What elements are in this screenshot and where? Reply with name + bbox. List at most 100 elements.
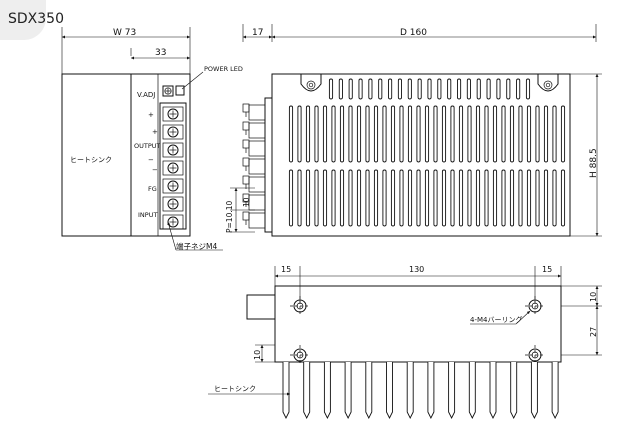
vent-slot xyxy=(331,105,336,163)
terminal-cell xyxy=(162,196,184,212)
right-dim-mid-label: 27 xyxy=(589,327,598,337)
vent-slot xyxy=(560,169,566,227)
terminal-screw xyxy=(167,162,179,174)
vent-slot xyxy=(509,105,515,163)
vent-slot xyxy=(427,78,432,100)
vent-slot xyxy=(457,78,462,100)
vent-slot xyxy=(486,78,491,100)
output-plus-1: + xyxy=(148,111,154,119)
terminal-screws xyxy=(162,106,184,230)
comb-screw-head xyxy=(242,139,250,149)
heatsink-fin xyxy=(406,362,414,420)
panel-dim-label: 33 xyxy=(155,48,166,58)
left-offset-label: 15 xyxy=(281,265,291,274)
depth-dim-label: D 160 xyxy=(400,28,427,38)
vent-slot xyxy=(543,105,549,163)
terminal-cell xyxy=(162,178,184,194)
vent-slot xyxy=(506,78,511,100)
terminal-cell xyxy=(162,214,184,230)
vent-slot xyxy=(314,169,319,227)
vent-slot xyxy=(348,105,353,163)
vent-slot xyxy=(433,105,438,163)
vent-slot xyxy=(535,169,540,227)
side-mount-hole-right xyxy=(543,80,553,90)
heatsink-fin xyxy=(448,362,456,420)
width-dim-label: W 73 xyxy=(113,28,136,38)
vent-slot xyxy=(338,78,343,100)
vent-slot xyxy=(535,105,540,163)
vent-slots xyxy=(288,78,566,227)
vent-slot xyxy=(447,78,452,100)
side-mount-hole-left xyxy=(306,80,316,90)
terminal-screw xyxy=(167,144,179,156)
vent-slot xyxy=(305,169,311,227)
vent-slot xyxy=(433,169,438,227)
vent-slot xyxy=(518,169,523,227)
vent-slot xyxy=(416,169,421,227)
vent-slot xyxy=(348,78,353,100)
comb-screw-head xyxy=(242,211,250,221)
heatsink-fin xyxy=(551,362,559,420)
terminal-screw xyxy=(167,180,179,192)
heatsink-fin xyxy=(386,362,393,420)
power-led-label: POWER LED xyxy=(204,65,243,73)
heatsink-fin xyxy=(510,362,518,420)
vent-slot xyxy=(388,78,393,100)
power-led xyxy=(175,85,185,96)
vent-slot xyxy=(526,105,532,163)
vent-slot xyxy=(552,169,557,227)
vent-slot xyxy=(518,105,523,163)
vent-slot xyxy=(365,105,370,163)
vent-slot xyxy=(526,169,532,227)
vent-slot xyxy=(297,105,302,163)
vent-slot xyxy=(407,78,412,100)
left-dim-label: 10 xyxy=(253,350,262,360)
vent-slot xyxy=(328,78,334,100)
vent-slot xyxy=(424,169,430,227)
side-front-plate xyxy=(264,97,273,233)
bottom-heatsink-label: ヒートシンク xyxy=(214,385,256,393)
vent-slot xyxy=(397,78,403,100)
vent-slot xyxy=(492,169,498,227)
vent-slot xyxy=(458,105,464,163)
vent-slot xyxy=(417,78,422,100)
heatsink-fin xyxy=(344,362,352,420)
vent-slot xyxy=(467,169,472,227)
terminal-cell xyxy=(162,124,184,140)
vent-slot xyxy=(475,169,481,227)
heatsink-fin xyxy=(427,362,435,420)
terminal-screw xyxy=(167,108,179,120)
vent-slot xyxy=(390,105,396,163)
vent-slot xyxy=(437,78,442,100)
comb-screw-head xyxy=(242,175,250,185)
comb-screw-head xyxy=(242,121,250,131)
terminal-screw xyxy=(167,198,179,210)
terminal-cell xyxy=(162,106,184,122)
heatsink-fin xyxy=(489,362,497,420)
top-offset-label: 17 xyxy=(252,28,263,38)
fg-label: FG xyxy=(148,185,157,193)
vent-slot xyxy=(441,105,447,163)
vadj-trimmer[interactable] xyxy=(162,85,174,97)
terminal-screw-label: 端子ネジM4 xyxy=(176,241,217,251)
vent-slot xyxy=(314,105,319,163)
vent-slot xyxy=(390,169,396,227)
vent-slot xyxy=(322,169,328,227)
vent-slot xyxy=(560,105,566,163)
vent-slot xyxy=(288,105,294,163)
heatsink-label: ヒートシンク xyxy=(70,156,112,164)
vent-slot xyxy=(501,169,506,227)
pitch-label: P=10.10 xyxy=(225,200,234,233)
model-badge: SDX350 xyxy=(0,0,64,40)
output-minus-2: − xyxy=(152,166,158,174)
vent-slot xyxy=(450,105,455,163)
comb-tooth xyxy=(248,140,266,157)
comb-tooth xyxy=(248,122,266,139)
vent-slot xyxy=(365,169,370,227)
tap-label: 4-M4バーリング xyxy=(470,315,522,324)
terminal-screw xyxy=(167,126,179,138)
vent-slot xyxy=(467,105,472,163)
vent-slot xyxy=(373,105,379,163)
hole-pitch-label: 130 xyxy=(409,265,424,274)
vent-slot xyxy=(339,105,345,163)
